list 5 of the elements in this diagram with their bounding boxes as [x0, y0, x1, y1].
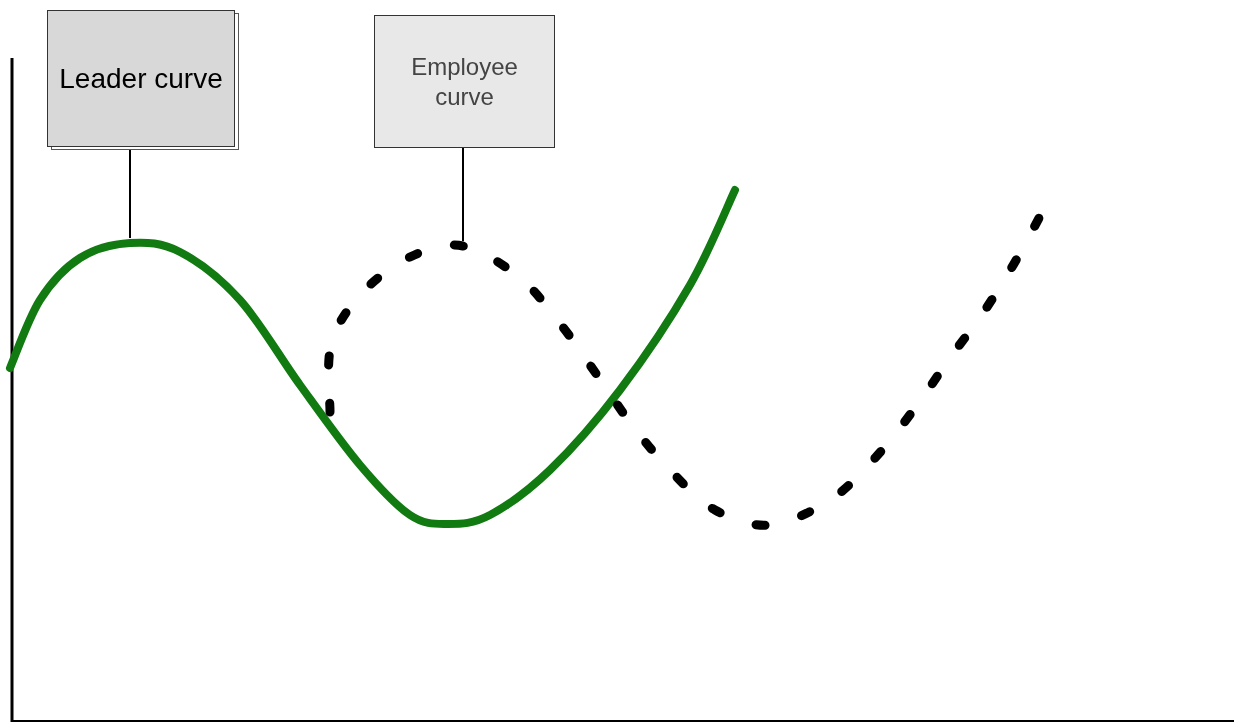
- label-box: [374, 15, 555, 148]
- leader-line: [462, 147, 464, 242]
- box-label: Leader curve: [58, 62, 224, 96]
- box-label: Employee curve: [410, 51, 519, 112]
- solid-curve: [6, 186, 739, 528]
